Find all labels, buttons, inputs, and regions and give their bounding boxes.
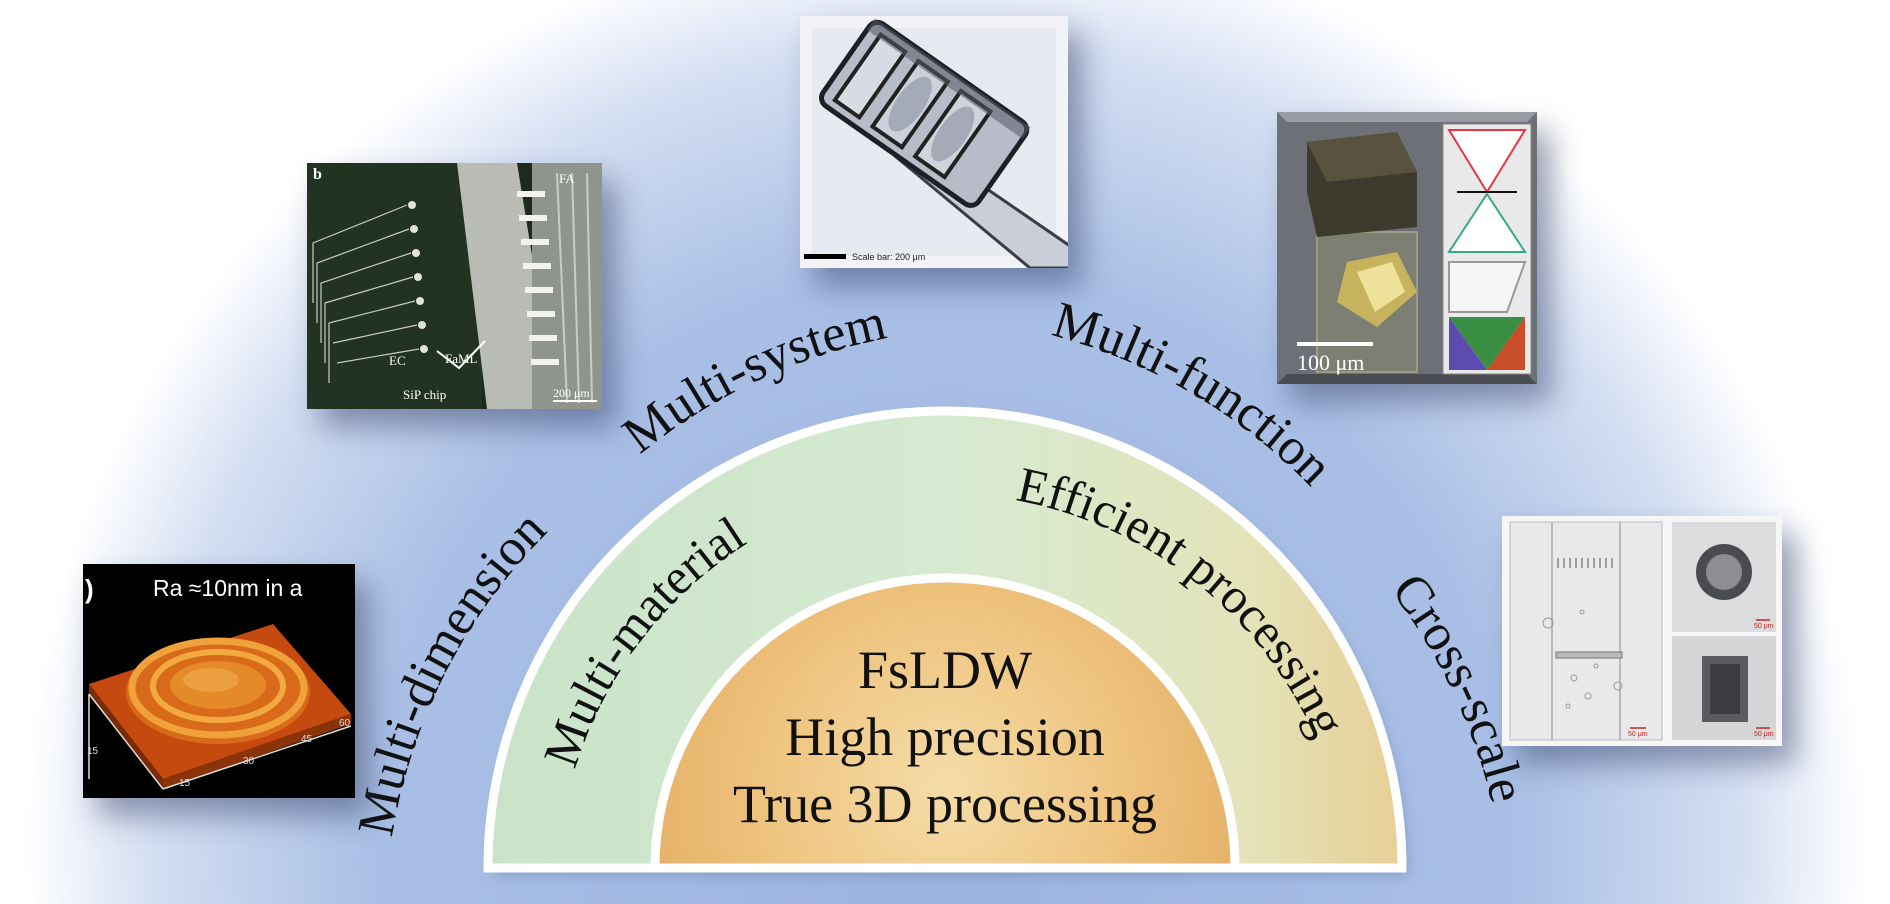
chip-label-fa: FA — [559, 171, 575, 186]
surface-tick-4: 60 — [339, 718, 351, 729]
surface-panel-letter: ) — [85, 574, 94, 604]
surface-tick-1: 15 — [179, 778, 191, 789]
center-core — [650, 573, 1240, 873]
surface-tick-3: 45 — [301, 734, 313, 745]
chip-scale-label: 200 μm — [553, 386, 590, 400]
surface-tick-2: 30 — [243, 756, 255, 767]
scale-label-3: 50 μm — [1754, 731, 1774, 738]
image-sip-chip: b FA EC FaML SiP chip 200 μm — [307, 163, 602, 409]
chip-label-ec: EC — [389, 353, 406, 368]
image-prism-function: 100 μm — [1277, 112, 1537, 384]
chip-label-sip: SiP chip — [403, 387, 446, 402]
fiber-scale-label: Scale bar: 200 μm — [852, 252, 925, 262]
scale-label-1: 50 μm — [1628, 731, 1648, 738]
chip-label-faml: FaML — [445, 351, 478, 366]
center-line-3: True 3D processing — [733, 774, 1157, 834]
surface-roughness-label: Ra ≈10nm in a — [153, 575, 303, 601]
image-cross-scale: 50 μm 50 μm 50 μm — [1502, 516, 1782, 746]
image-surface-profile: ) Ra ≈10nm in a 15 30 45 60 15 — [83, 564, 355, 798]
center-line-2: High precision — [785, 707, 1104, 767]
center-line-1: FsLDW — [858, 640, 1032, 700]
image-fiber-structure: Scale bar: 200 μm — [800, 16, 1068, 268]
scale-label-2: 50 μm — [1754, 623, 1774, 630]
chip-panel-letter: b — [313, 166, 322, 183]
prism-scale-label: 100 μm — [1297, 350, 1364, 375]
surface-tick-5: 15 — [87, 746, 99, 757]
